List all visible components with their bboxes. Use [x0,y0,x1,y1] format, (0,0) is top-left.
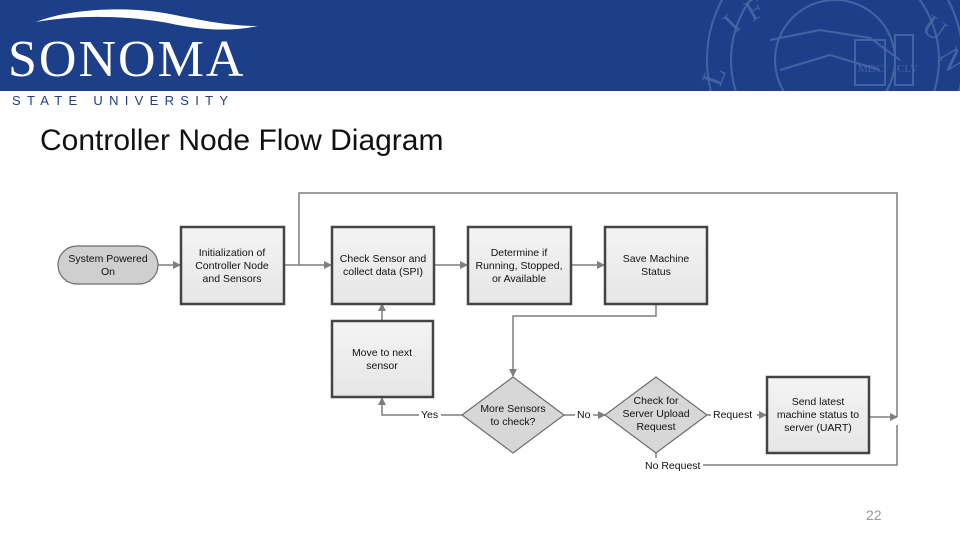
edge-label-no: No [577,409,591,421]
svg-text:CLV: CLV [897,63,918,75]
logo-wordmark: SONOMA [8,31,246,88]
sonoma-state-logo: SONOMA STATE UNIVERSITY [0,0,330,112]
edge-label-yes: Yes [421,409,438,421]
edge-loop-back [298,192,898,417]
logo-subtitle: STATE UNIVERSITY [12,93,235,108]
logo-wave-icon [36,9,258,30]
header-banner: L I F U N MDC CLV [0,0,960,91]
edge-label-no-request: No Request [645,460,701,472]
slide-title: Controller Node Flow Diagram [40,124,444,157]
edge-label-request: Request [713,409,752,421]
university-seal-watermark: L I F U N MDC CLV [696,0,960,91]
page-number: 22 [866,507,882,523]
svg-text:MDC: MDC [858,63,883,75]
edge-save-more [509,304,657,377]
